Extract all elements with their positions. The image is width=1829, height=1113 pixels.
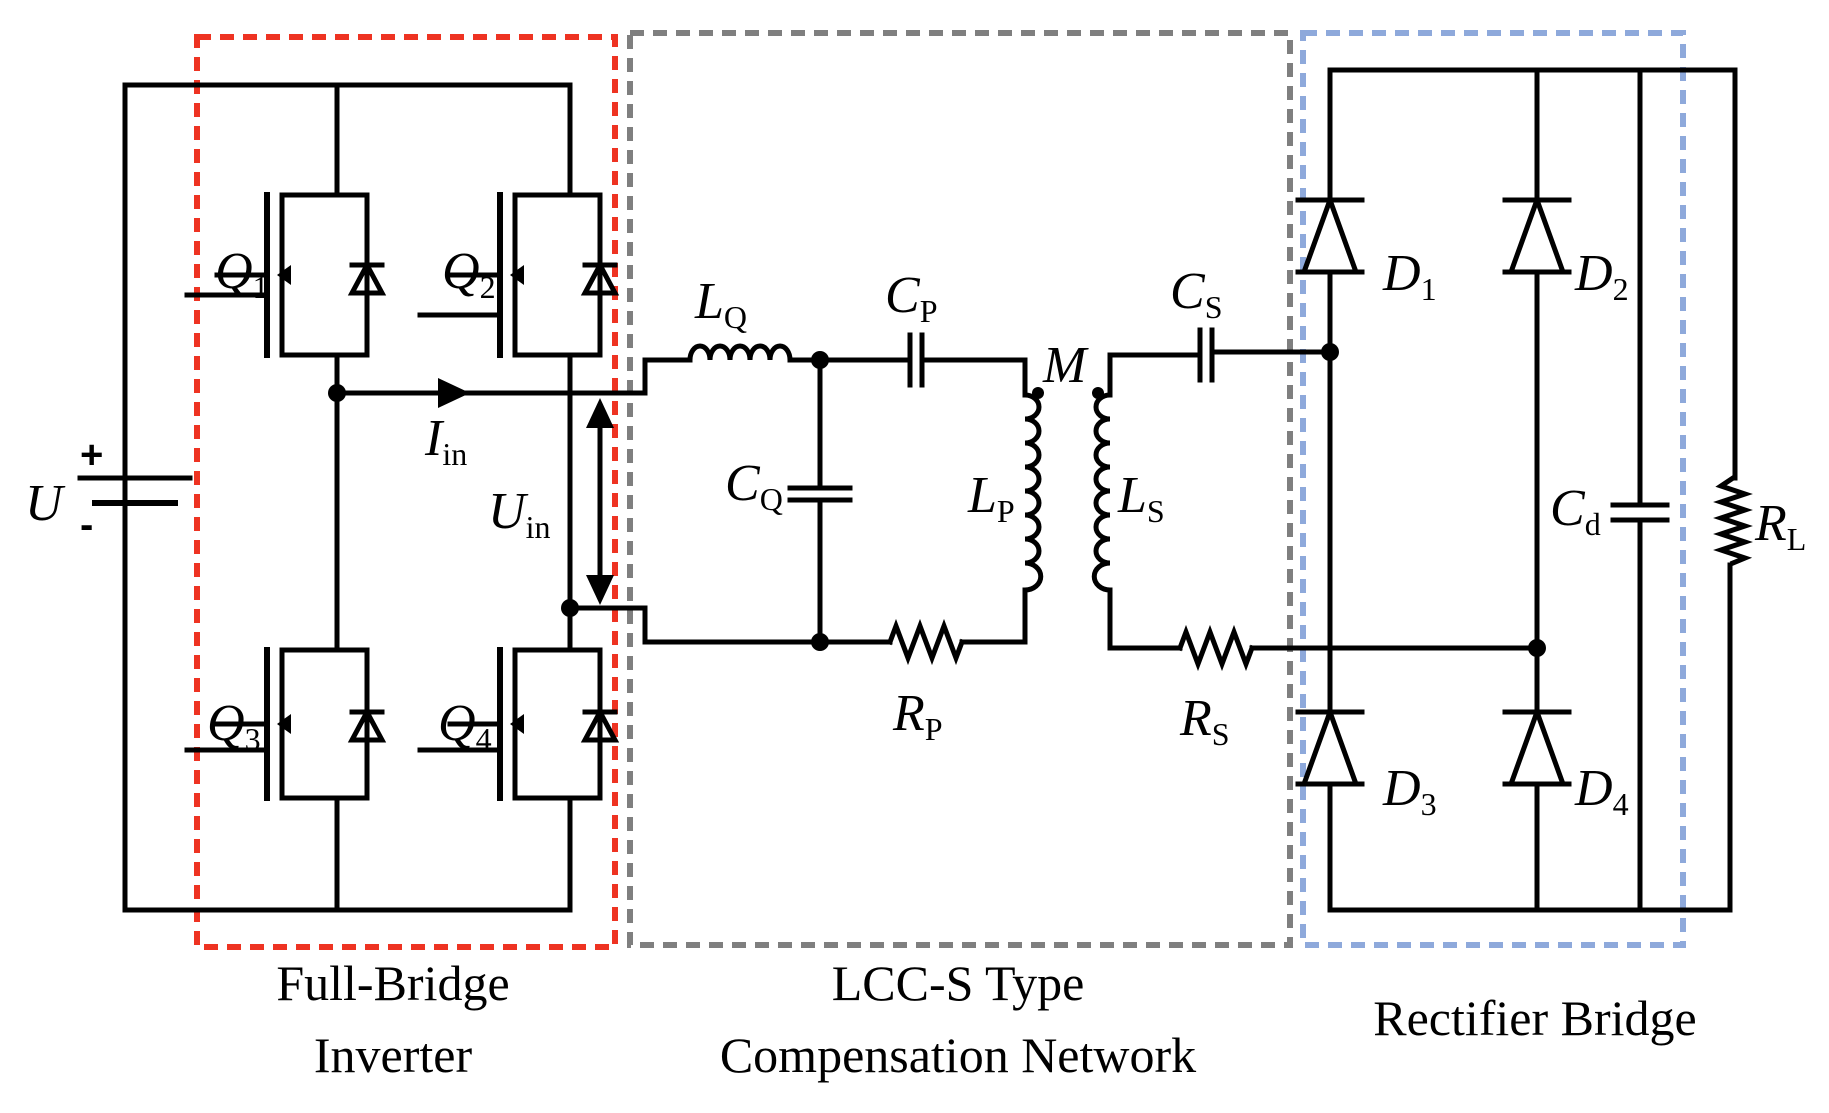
caption-inverter-line2: Inverter xyxy=(314,1027,473,1083)
dot-ls-polarity xyxy=(1092,387,1104,399)
source-label: U xyxy=(25,475,66,532)
diode-d3 xyxy=(1295,704,1365,787)
rectifier-top-rail xyxy=(1327,67,1738,481)
rectifier-bottom-rail xyxy=(1327,562,1733,913)
label-d4: D4 xyxy=(1574,760,1629,822)
inductor-lq xyxy=(687,343,793,363)
caption-rectifier: Rectifier Bridge xyxy=(1373,990,1697,1046)
junction-rectifier-right xyxy=(1528,639,1546,657)
junction-cq-bottom xyxy=(811,633,829,651)
junction-inverter-left xyxy=(328,384,346,402)
junction-inverter-right xyxy=(561,599,579,617)
wire-ls-bottom xyxy=(1107,587,1183,651)
label-lq: LQ xyxy=(694,273,747,335)
diode-d1 xyxy=(1295,192,1365,275)
resistor-rs xyxy=(1176,624,1256,672)
junction-cq-top xyxy=(811,351,829,369)
resistor-rp xyxy=(886,618,966,666)
diode-d4 xyxy=(1502,704,1572,787)
inverter-section-box xyxy=(194,34,618,950)
mosfet-q4 xyxy=(417,647,620,801)
current-arrow-head xyxy=(438,378,470,408)
caption-network-line2: Compensation Network xyxy=(720,1027,1196,1083)
label-cs: CS xyxy=(1170,263,1222,325)
label-mutual-m: M xyxy=(1042,337,1089,394)
wire-cp-to-lp xyxy=(919,357,1028,398)
voltage-arrow-up-head xyxy=(586,398,614,428)
inductor-ls xyxy=(1091,392,1113,593)
label-rl: RL xyxy=(1754,495,1806,557)
junction-dots xyxy=(328,343,1546,657)
resistor-rl xyxy=(1713,474,1753,567)
rectifier-section-box xyxy=(1300,30,1686,948)
inductor-lp xyxy=(1022,392,1044,593)
label-d1: D1 xyxy=(1382,245,1437,307)
source-plus-sign: + xyxy=(80,433,103,477)
label-cp: CP xyxy=(885,267,937,329)
dot-lp-polarity xyxy=(1032,387,1044,399)
compensation-network-section-box xyxy=(627,30,1293,948)
label-ls: LS xyxy=(1117,467,1165,529)
label-d3: D3 xyxy=(1382,760,1437,822)
label-d2: D2 xyxy=(1574,245,1629,307)
source-left-wire xyxy=(122,82,573,913)
label-rs: RS xyxy=(1179,690,1230,752)
mosfet-q1 xyxy=(184,192,387,358)
inverter-top-output-wire xyxy=(334,357,693,396)
voltage-arrow-down-head xyxy=(586,575,614,605)
junction-rectifier-left xyxy=(1321,343,1339,361)
label-q2: Q2 xyxy=(442,243,496,305)
wire-rp-to-lp xyxy=(959,587,1028,645)
mosfet-q3 xyxy=(184,647,387,801)
label-q1: Q1 xyxy=(215,243,269,305)
diode-d2 xyxy=(1502,192,1572,275)
label-current-iin: Iin xyxy=(424,410,467,472)
caption-inverter-line1: Full-Bridge xyxy=(276,955,509,1011)
inverter-bottom-output-wire xyxy=(567,605,821,645)
label-q3: Q3 xyxy=(207,695,261,757)
label-lp: LP xyxy=(967,467,1015,529)
label-cd: Cd xyxy=(1550,480,1601,542)
label-q4: Q4 xyxy=(438,695,492,757)
label-cq: CQ xyxy=(725,455,783,517)
source-top-wire xyxy=(122,82,573,198)
mosfet-q2 xyxy=(417,192,620,358)
wire-ls-top xyxy=(1107,352,1203,398)
source-minus-sign: - xyxy=(80,503,93,547)
caption-network-line1: LCC-S Type xyxy=(832,955,1085,1011)
label-voltage-uin: Uin xyxy=(488,483,550,545)
label-rp: RP xyxy=(892,685,943,747)
circuit-wiring xyxy=(77,67,1753,913)
